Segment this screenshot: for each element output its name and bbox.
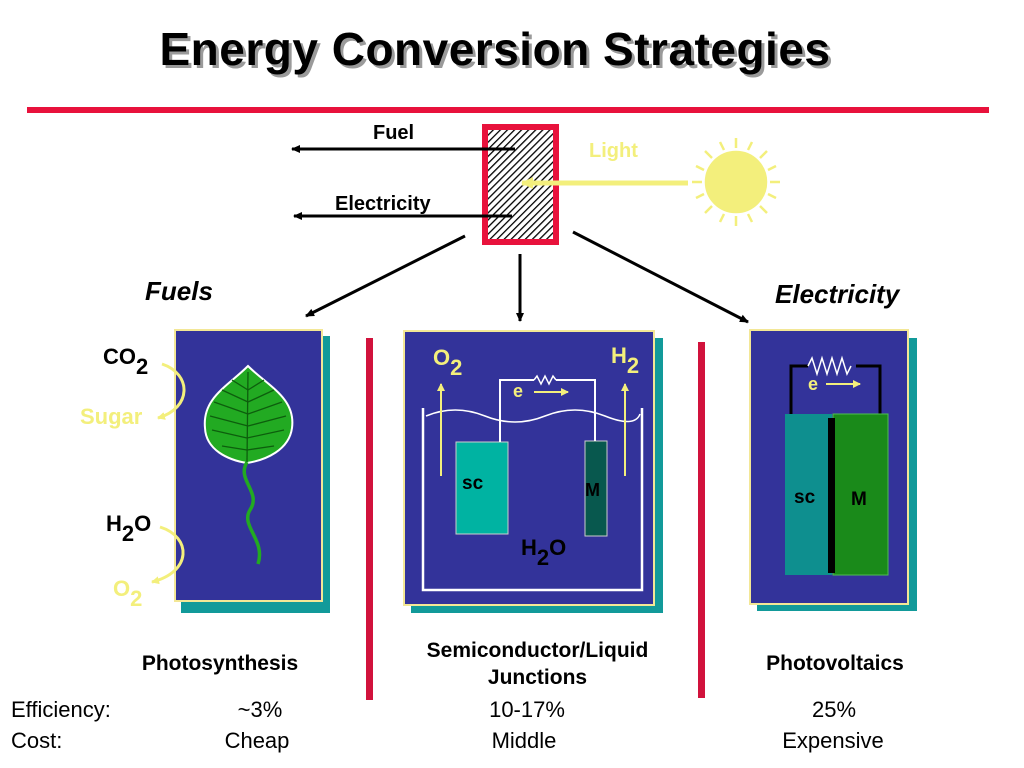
cost-photovoltaics: Expensive: [782, 728, 884, 753]
branch-arrow-right: [572, 230, 749, 324]
efficiency-junction: 10-17%: [489, 697, 565, 722]
sugar-label: Sugar: [80, 404, 143, 429]
cost-row-label: Cost:: [11, 728, 63, 753]
title-underline: [27, 107, 989, 113]
h2o-o2-cycle-arrow: [151, 525, 185, 585]
h2-label-junction: H2: [611, 343, 640, 378]
h2o-label-left: H2O: [106, 511, 152, 546]
junction-panel: [403, 330, 663, 613]
o2-label-left: O2: [113, 576, 143, 611]
co2-sugar-cycle-arrow: [157, 362, 186, 420]
electron-label-pv: e: [808, 374, 819, 394]
sc-label-junction: sc: [462, 473, 484, 494]
m-label-junction: M: [585, 480, 600, 500]
electricity-category-label: Electricity: [775, 279, 900, 309]
co2-label: CO2: [103, 344, 149, 379]
cost-junction: Middle: [491, 728, 557, 753]
light-label: Light: [589, 140, 638, 162]
branch-arrow-left: [305, 234, 466, 318]
photovoltaics-panel: [749, 329, 917, 611]
junction-caption-line2: Junctions: [487, 666, 588, 689]
h2o-label-junction: H2O: [521, 535, 567, 570]
efficiency-photosynthesis: ~3%: [237, 697, 283, 722]
sc-label-pv: sc: [794, 487, 816, 508]
m-label-pv: M: [851, 489, 867, 510]
electricity-output-label: Electricity: [335, 193, 431, 215]
fuel-label: Fuel: [373, 122, 415, 144]
photosynthesis-caption: Photosynthesis: [141, 652, 299, 675]
photosynthesis-panel: [151, 329, 330, 613]
sun-icon: [692, 138, 780, 226]
junction-caption: Semiconductor/Liquid Junctions: [390, 637, 685, 691]
fuels-category-label: Fuels: [145, 276, 213, 306]
o2-label-junction: O2: [433, 345, 463, 380]
divider-right: [698, 342, 705, 698]
photovoltaics-caption: Photovoltaics: [766, 652, 904, 675]
divider-left: [366, 338, 373, 700]
electron-label-junction: e: [513, 381, 524, 401]
leaf-icon: [203, 364, 294, 565]
junction-caption-line1: Semiconductor/Liquid: [426, 639, 649, 662]
cost-photosynthesis: Cheap: [224, 728, 290, 753]
efficiency-row-label: Efficiency:: [11, 697, 111, 722]
efficiency-photovoltaics: 25%: [811, 697, 857, 722]
page-title: Energy Conversion Strategies: [159, 23, 831, 75]
